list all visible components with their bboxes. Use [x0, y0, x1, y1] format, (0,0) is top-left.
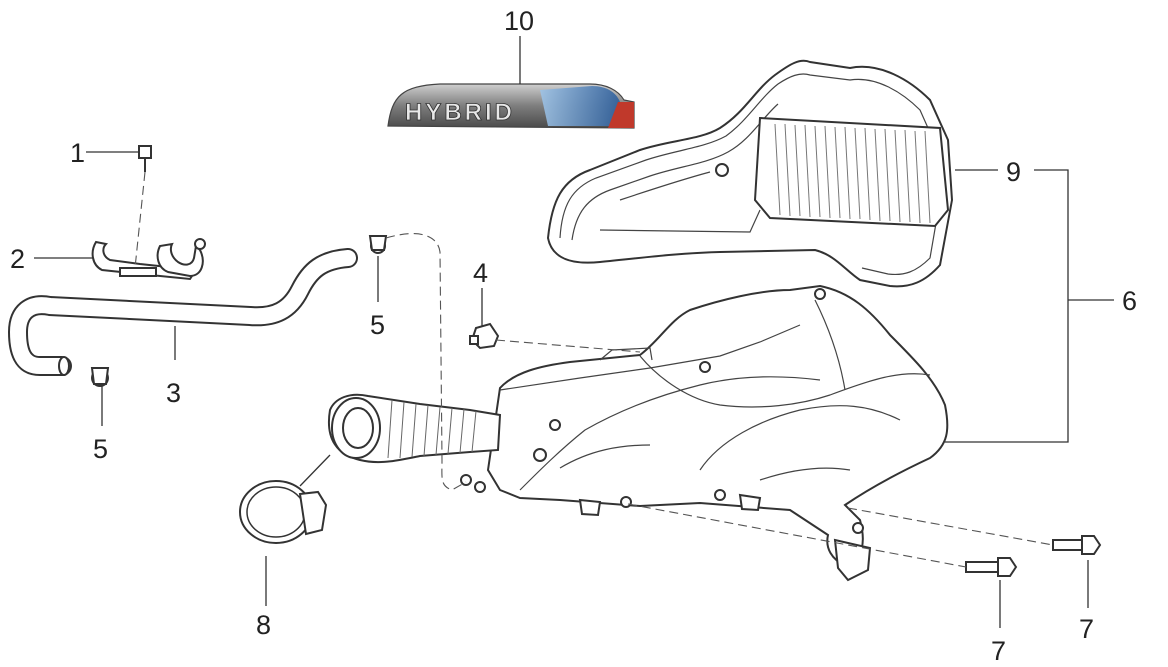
callout-5-lower: 5 — [93, 434, 108, 464]
hose-clamp-ring — [239, 480, 328, 544]
badge-red-accent — [608, 102, 634, 128]
callout-4: 4 — [473, 258, 488, 288]
air-filter-element — [546, 59, 954, 288]
callout-5-upper: 5 — [370, 310, 385, 340]
small-clamp-upper — [368, 235, 388, 254]
hybrid-badge: HYBRID — [387, 83, 635, 129]
callout-3: 3 — [166, 378, 181, 408]
badge-text: HYBRID — [405, 99, 515, 126]
air-box-housing — [486, 284, 949, 582]
bolt-right — [1052, 535, 1102, 555]
intake-snorkel — [327, 393, 502, 493]
callout-1: 1 — [70, 138, 85, 168]
clip-nut — [469, 322, 500, 350]
leader-lines — [34, 36, 1114, 628]
bolt-left — [965, 557, 1018, 577]
callout-2: 2 — [10, 244, 25, 274]
callout-6: 6 — [1122, 286, 1137, 316]
callout-7-left: 7 — [991, 636, 1006, 666]
callout-9: 9 — [1006, 157, 1021, 187]
screw-part-1 — [138, 145, 152, 172]
callout-10: 10 — [504, 6, 534, 36]
assembly-dash-lines — [134, 171, 1054, 568]
hose-bracket — [91, 238, 206, 281]
small-clamp-lower — [90, 367, 110, 387]
callout-7-right: 7 — [1079, 614, 1094, 644]
breather-hose — [7, 248, 358, 376]
callout-8: 8 — [256, 610, 271, 640]
